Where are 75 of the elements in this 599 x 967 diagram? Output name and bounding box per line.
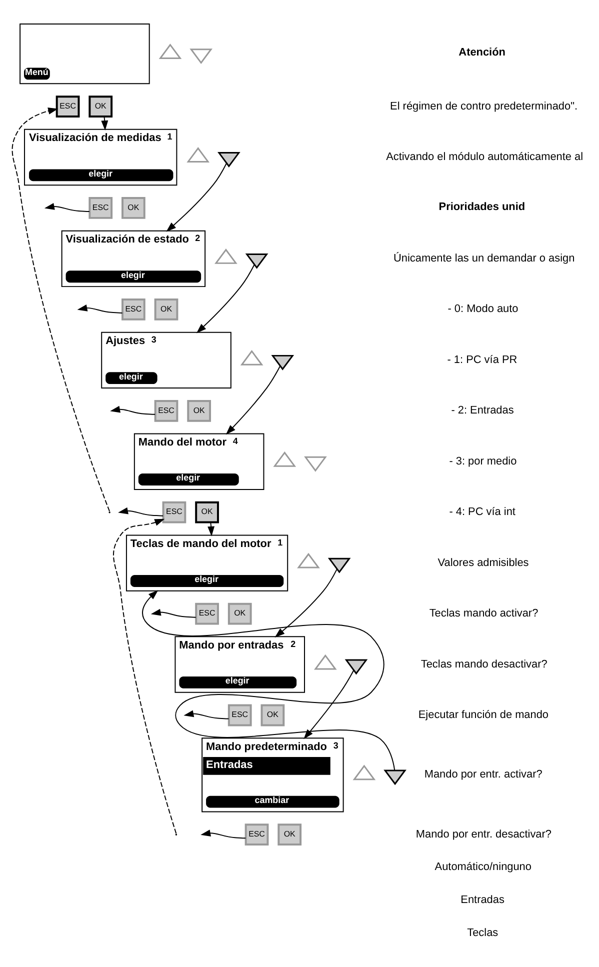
node-box: Mando del motor 4 elegir — [134, 433, 264, 490]
arrow — [118, 507, 164, 516]
node-box: OK — [88, 96, 113, 118]
node-triangle — [158, 44, 182, 60]
label: El régimen de contro predeterminado". — [390, 100, 578, 112]
arrow — [77, 304, 123, 314]
label: - 0: Modo auto — [448, 303, 518, 316]
arrow — [196, 264, 255, 334]
arrow — [150, 608, 196, 618]
label: Teclas mando desactivar? — [420, 658, 548, 670]
node-box: Mando por entradas 2 elegir — [174, 636, 305, 693]
arrow — [304, 670, 354, 740]
node-box: ESC — [228, 704, 252, 726]
node-box: OK — [154, 298, 178, 320]
node-box: Visualización de estado 2 elegir — [61, 230, 206, 288]
node-box: OK — [260, 704, 285, 726]
arrow — [208, 522, 215, 536]
arrow — [101, 116, 108, 131]
node-box: Ajustes 3 elegir — [101, 332, 232, 389]
node-box: OK — [278, 824, 302, 846]
node-box: OK — [195, 501, 219, 524]
node-box: OK — [187, 400, 212, 422]
arrow — [12, 108, 110, 512]
node-triangle — [218, 152, 240, 168]
label: Entradas — [460, 894, 504, 906]
arrow — [142, 590, 396, 771]
label: Prioridades unid — [438, 200, 526, 213]
node-box: Visualización de medidas 1 elegir — [24, 128, 178, 186]
node-triangle — [314, 654, 337, 670]
label: - 1: PC vía PR — [447, 354, 518, 366]
arrow — [44, 203, 90, 212]
node-triangle — [304, 456, 327, 472]
node-triangle — [273, 451, 296, 467]
node-triangle — [214, 248, 238, 264]
label: - 2: Entradas — [451, 404, 514, 417]
label: Automático/ninguno — [434, 861, 532, 874]
arrow — [184, 710, 230, 720]
node-triangle — [186, 147, 210, 162]
arrow — [274, 568, 338, 638]
label: Activando el módulo automáticamente al — [386, 151, 584, 164]
label: Ejecutar función de mando — [418, 709, 549, 722]
label: Mando por entr. activar? — [424, 768, 542, 781]
label: Valores admisibles — [438, 556, 529, 569]
arrow — [166, 163, 227, 232]
label: Teclas mando activar? — [429, 608, 538, 620]
node-triangle — [328, 558, 351, 574]
arrow — [226, 365, 281, 435]
node-triangle — [297, 552, 320, 568]
node-triangle — [271, 354, 294, 370]
node-box: OK — [228, 602, 252, 625]
node-triangle — [245, 254, 268, 269]
node-box: Teclas de mando del motor 1 elegir — [126, 534, 288, 592]
label: Atención — [458, 46, 506, 59]
node-box: Menú — [20, 23, 150, 84]
node-box: ESC — [56, 96, 80, 118]
node-triangle — [352, 764, 376, 780]
arrow — [110, 406, 156, 415]
node-triangle — [190, 48, 212, 64]
label: - 3: por medio — [449, 455, 517, 468]
node-box: ESC — [244, 824, 269, 846]
label: Teclas — [467, 926, 498, 939]
node-box: ESC — [162, 501, 186, 524]
node-box: ESC — [88, 197, 113, 219]
arrow — [113, 518, 177, 834]
node-triangle — [344, 659, 368, 675]
label: Mando por entr. desactivar? — [416, 828, 552, 840]
arrow — [200, 830, 246, 839]
node-box: ESC — [154, 400, 178, 422]
label: Únicamente las un demandar o asign — [394, 252, 575, 264]
node-box: ESC — [122, 298, 146, 320]
node-triangle — [384, 770, 406, 786]
node-box: ESC — [195, 602, 219, 625]
node-box: OK — [122, 197, 146, 219]
label: - 4: PC vía int — [449, 506, 516, 518]
node-triangle — [240, 350, 264, 366]
